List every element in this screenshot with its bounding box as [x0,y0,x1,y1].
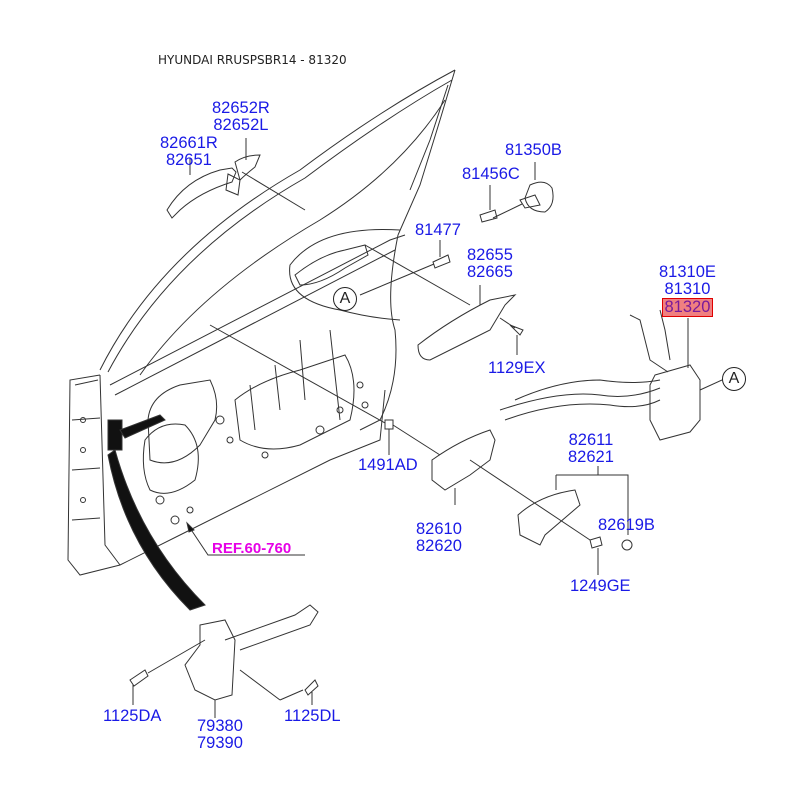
part-number: 82655 [467,246,513,264]
part-number: 1129EX [488,359,546,377]
part-number: 81310E [659,263,716,281]
door-frame [67,69,456,576]
inside-handle [209,324,591,541]
callout-bolt-81477[interactable]: 81477 [415,222,461,239]
part-number: 82620 [416,537,462,555]
part-number: 79390 [197,734,243,752]
callout-outside-handle[interactable]: 82661R 82651 [160,135,218,169]
part-number: 82621 [568,448,614,466]
inside-handle-cover [517,466,633,575]
callout-screw-1249[interactable]: 1249GE [570,578,631,595]
callout-bracket-bolt[interactable]: 1129EX [488,360,546,377]
handle-bracket [359,240,524,361]
callout-latch[interactable]: 81310E 81310 81320 [659,264,716,317]
detail-marker-a: A [333,287,357,311]
callout-striker-screw[interactable]: 81456C [462,166,520,183]
part-number: 82661R [160,134,218,152]
reference-link[interactable]: REF.60-760 [212,540,292,557]
reference-leader [186,521,305,556]
part-number: 81310 [664,280,711,298]
callout-checker[interactable]: 79380 79390 [197,718,243,752]
part-number: 81477 [415,221,461,239]
callout-handle-cover[interactable]: 82652R 82652L [212,100,270,134]
callout-inside-handle[interactable]: 82610 82620 [416,521,462,555]
part-number: 79380 [197,717,243,735]
callout-inside-handle-cover[interactable]: 82611 82621 [568,432,614,466]
callout-handle-bracket[interactable]: 82655 82665 [467,247,513,281]
part-number: 82619B [598,516,655,534]
door-latch [499,309,723,441]
diagram-title: HYUNDAI RRUSPSBR14 - 81320 [158,53,347,67]
part-number: 1249GE [570,577,631,595]
part-number: 82652R [212,99,270,117]
door-checker [129,604,319,718]
part-number: 1125DL [284,707,341,725]
part-number: 82611 [568,431,614,449]
detail-marker-a: A [722,367,746,391]
callout-checker-bolt-l[interactable]: 1125DL [284,708,341,725]
part-number: 82651 [165,151,212,169]
part-number: 82652L [213,116,269,134]
part-number: 81456C [462,165,520,183]
callout-clip[interactable]: 1491AD [358,457,418,474]
highlighted-part-number: 81320 [661,298,714,317]
part-number: 82610 [416,520,462,538]
part-number: 1491AD [358,456,418,474]
part-number: 82665 [467,263,513,281]
outside-handle [166,138,306,219]
door-hinge-cable [107,414,206,611]
part-number: 81350B [505,141,562,159]
callout-plug[interactable]: 82619B [598,517,655,534]
callout-striker[interactable]: 81350B [505,142,562,159]
part-number: 1125DA [103,707,162,725]
striker [479,162,554,223]
callout-checker-bolt-a[interactable]: 1125DA [103,708,161,725]
